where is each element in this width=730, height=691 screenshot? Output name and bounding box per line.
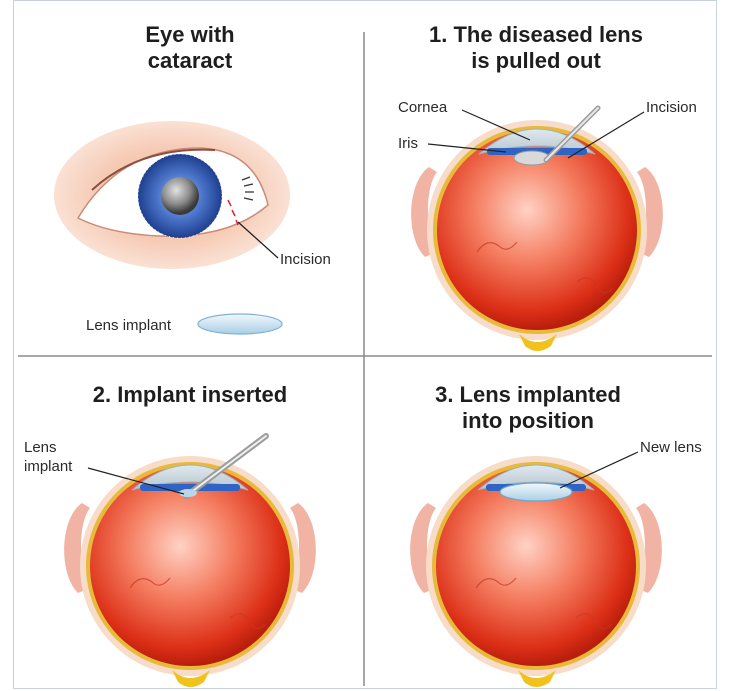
step1-title-line2: is pulled out bbox=[471, 48, 601, 73]
step1-incision-label: Incision bbox=[646, 99, 697, 116]
step3-title-line1: 3. Lens implanted bbox=[435, 382, 621, 407]
step2-lens-label-line1: Lens bbox=[24, 439, 57, 456]
step2-title: 2. Implant inserted bbox=[93, 382, 287, 407]
panel-step-3: 3. Lens implanted into position New lens bbox=[410, 382, 702, 687]
cataract-clouded-pupil bbox=[161, 177, 199, 215]
lens-implant-disc bbox=[198, 314, 282, 334]
panel-eye-with-cataract: Eye with cataract Incision Lens implant bbox=[54, 22, 331, 334]
panel-cataract-title-line1: Eye with bbox=[145, 22, 234, 47]
step1-cornea-label: Cornea bbox=[398, 99, 448, 116]
step2-lens-label-line2: implant bbox=[24, 458, 73, 475]
panel-step-1: 1. The diseased lens is pulled out Corne… bbox=[398, 22, 697, 351]
panel-step-2: 2. Implant inserted Lens implant bbox=[24, 382, 316, 687]
step3-title-line2: into position bbox=[462, 408, 594, 433]
step1-iris-label: Iris bbox=[398, 135, 418, 152]
lens-implant-label: Lens implant bbox=[86, 317, 172, 334]
panel-cataract-title-line2: cataract bbox=[148, 48, 233, 73]
step3-new-lens bbox=[500, 483, 572, 501]
step1-title-line1: 1. The diseased lens bbox=[429, 22, 643, 47]
external-eye-illustration bbox=[54, 121, 290, 269]
step3-new-lens-label: New lens bbox=[640, 439, 702, 456]
cataract-incision-label: Incision bbox=[280, 251, 331, 268]
